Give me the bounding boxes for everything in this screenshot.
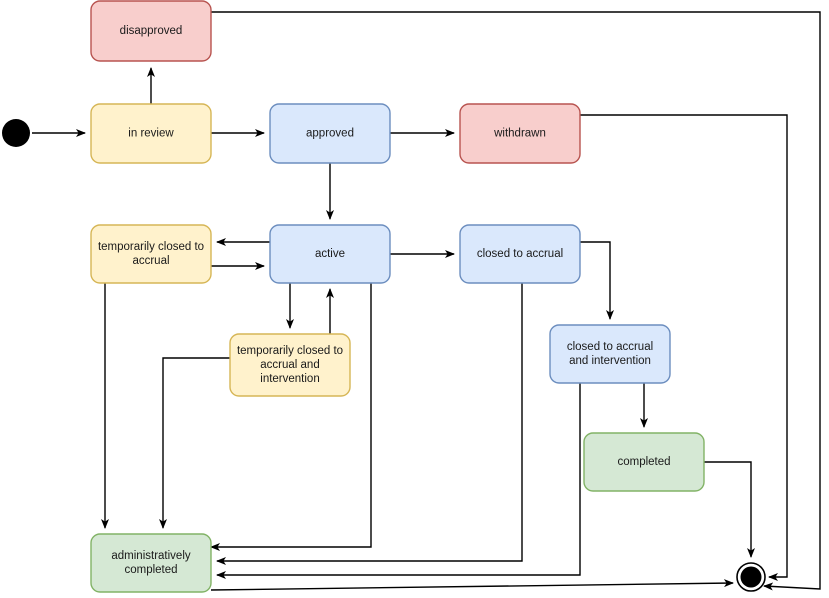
state-node-approved[interactable]: approved	[269, 103, 391, 164]
edge-closed-to-accrual-to-closed-accrual-intervention	[580, 241, 614, 320]
state-box-withdrawn[interactable]	[459, 103, 581, 164]
state-node-active[interactable]: active	[269, 224, 391, 284]
state-node-completed[interactable]: completed	[583, 432, 705, 492]
state-box-disapproved[interactable]	[90, 0, 212, 62]
state-node-closed_to_accrual[interactable]: closed to accrual	[459, 224, 581, 284]
state-box-completed[interactable]	[583, 432, 705, 492]
edge-active-to-administratively-completed	[210, 283, 372, 551]
nodes-layer: disapproved in review approved withdrawn tem…	[90, 0, 705, 593]
edge-temporarily-closed-accrual-intervention-to-administratively-completed	[159, 357, 230, 529]
edge-disapproved-to-final	[211, 11, 821, 591]
state-label-disapproved: disapproved	[120, 25, 183, 37]
initial-state-marker	[2, 119, 30, 147]
edge-closed-to-accrual-to-administratively-completed	[216, 283, 523, 565]
state-box-approved[interactable]	[269, 103, 391, 164]
state-box-temporarily_closed_to_accrual_and_intervention[interactable]	[229, 333, 351, 397]
state-node-disapproved[interactable]: disapproved	[90, 0, 212, 62]
edge-withdrawn-to-final	[580, 114, 788, 581]
state-label-approved: approved	[306, 128, 354, 140]
state-label-withdrawn: withdrawn	[493, 128, 546, 140]
edge-administratively-completed-to-final	[210, 579, 734, 591]
final-state	[736, 562, 766, 592]
state-label-in_review: in review	[128, 128, 174, 140]
edge-completed-to-final	[704, 461, 755, 558]
state-box-temporarily_closed_to_accrual[interactable]	[90, 224, 212, 284]
state-node-withdrawn[interactable]: withdrawn	[459, 103, 581, 164]
state-label-closed_to_accrual: closed to accrual	[477, 248, 563, 260]
edges-layer	[32, 11, 821, 591]
state-box-closed_to_accrual_and_intervention[interactable]	[549, 324, 671, 384]
state-label-active: active	[315, 248, 345, 260]
state-node-in_review[interactable]: in review	[90, 103, 212, 164]
initial-state	[2, 119, 30, 147]
final-state-marker	[740, 566, 762, 588]
state-label-completed: completed	[617, 456, 670, 468]
edge-closed-accrual-intervention-to-administratively-completed	[216, 383, 581, 579]
state-box-in_review[interactable]	[90, 103, 212, 164]
state-box-active[interactable]	[269, 224, 391, 284]
state-box-administratively_completed[interactable]	[90, 533, 212, 593]
state-box-closed_to_accrual[interactable]	[459, 224, 581, 284]
